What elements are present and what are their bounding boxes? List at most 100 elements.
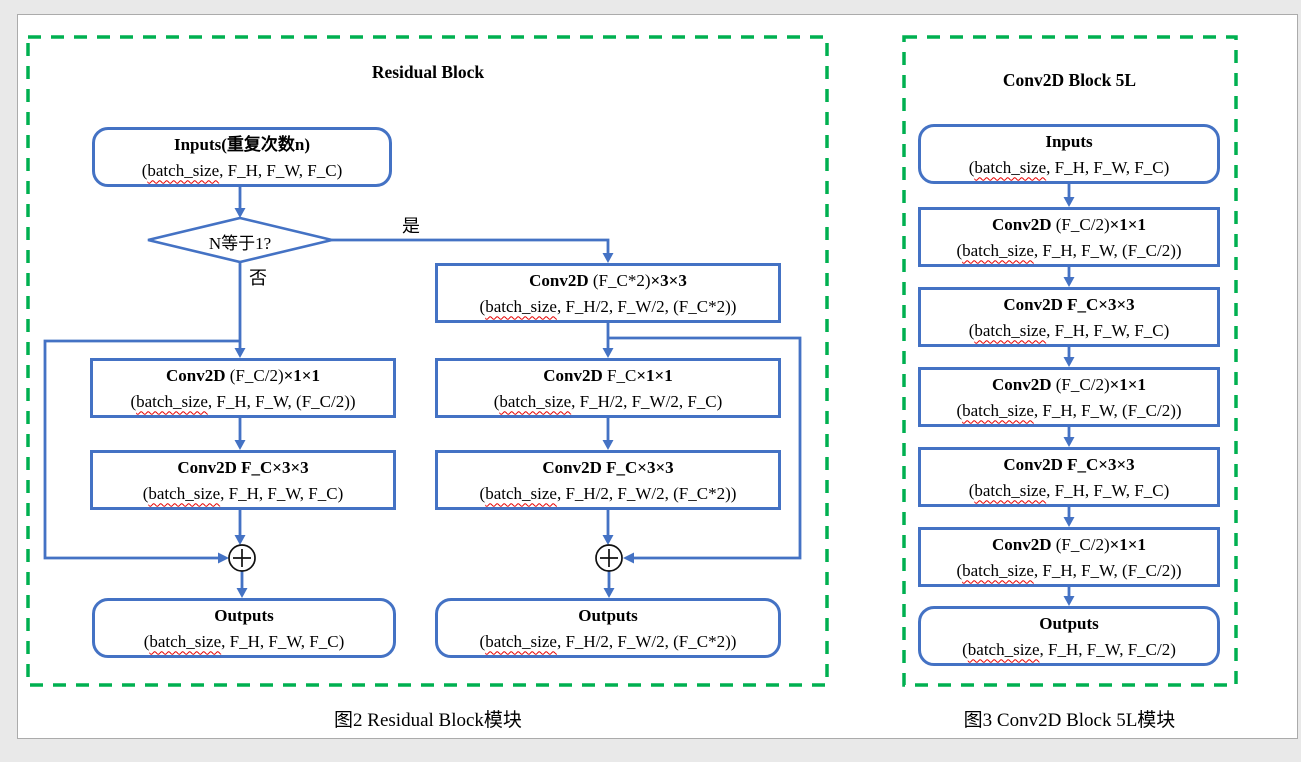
title-part: (F_C/2): [1051, 374, 1110, 394]
node-title: Conv2D F_C×3×3: [1003, 452, 1134, 478]
node-shape-line: (batch_size, F_H, F_W, F_C): [142, 158, 343, 183]
arrowhead-down-icon: [234, 440, 246, 450]
residual-conv-1x1-node: Conv2D F_C×1×1 (batch_size, F_H/2, F_W/2…: [435, 358, 781, 418]
shape-batchsize: batch_size: [149, 631, 222, 651]
residual-stride-conv-3x3-node: Conv2D (F_C*2)×3×3 (batch_size, F_H/2, F…: [435, 263, 781, 323]
node-title: Conv2D F_C×3×3: [1003, 292, 1134, 318]
node-shape-line: (batch_size, F_H, F_W, F_C): [144, 629, 345, 654]
node-shape-line: (batch_size, F_H/2, F_W/2, (F_C*2)): [480, 629, 737, 654]
block5l-conv2-node: Conv2D F_C×3×3 (batch_size, F_H, F_W, F_…: [918, 287, 1220, 347]
node-title: Conv2D F_C×1×1: [543, 363, 672, 389]
shape-part: (: [130, 391, 137, 411]
title-part: F_C: [602, 365, 637, 385]
node-shape-line: (batch_size, F_H, F_W, (F_C/2)): [956, 238, 1181, 263]
shape-part: (: [142, 483, 149, 503]
shape-part: (: [968, 157, 975, 177]
arrowhead-right-icon: [218, 552, 229, 564]
title-part: ×1×1: [636, 365, 673, 385]
shape-part: , F_H, F_W, F_C/2): [1039, 639, 1176, 659]
shape-part: , F_H, F_W, F_C): [1046, 480, 1170, 500]
yes-branch-label: 是: [402, 216, 420, 236]
title-part: Conv2D: [166, 365, 226, 385]
shape-part: , F_H/2, F_W/2, (F_C*2)): [556, 296, 737, 316]
shape-part: , F_H, F_W, F_C): [1046, 320, 1170, 340]
shape-batchsize: batch_size: [962, 400, 1034, 420]
title-part: Inputs: [1045, 131, 1093, 151]
shape-part: (: [143, 631, 150, 651]
node-title: Conv2D (F_C/2)×1×1: [992, 532, 1146, 558]
shape-part: , F_H, F_W, (F_C/2)): [207, 391, 356, 411]
arrowhead-down-icon: [1063, 437, 1075, 447]
figure3-title: Conv2D Block 5L: [1002, 70, 1137, 90]
residual-conv-half-1x1-node: Conv2D (F_C/2)×1×1 (batch_size, F_H, F_W…: [90, 358, 396, 418]
shape-batchsize: batch_size: [967, 639, 1040, 659]
shape-part: , F_H, F_W, F_C): [219, 160, 343, 180]
shape-part: , F_H/2, F_W/2, (F_C*2)): [556, 483, 737, 503]
arrowhead-left-icon: [623, 552, 634, 564]
node-shape-line: (batch_size, F_H, F_W, F_C): [969, 478, 1170, 503]
arrowhead-down-icon: [1063, 517, 1075, 527]
residual-inputs-node: Inputs(重复次数n) (batch_size, F_H, F_W, F_C…: [92, 127, 392, 187]
figure3-dashed-border: [902, 35, 1238, 687]
title-part: Outputs: [578, 605, 638, 625]
shape-batchsize: batch_size: [974, 320, 1047, 340]
block5l-inputs-node: Inputs (batch_size, F_H, F_W, F_C): [918, 124, 1220, 184]
shape-batchsize: batch_size: [485, 296, 557, 316]
residual-arrowheads: [218, 208, 634, 598]
shape-part: (: [479, 483, 486, 503]
residual-outputs-node: Outputs (batch_size, F_H, F_W, F_C): [92, 598, 396, 658]
shape-batchsize: batch_size: [485, 483, 557, 503]
skip-connection-right: [608, 336, 802, 560]
block5l-conv4-node: Conv2D F_C×3×3 (batch_size, F_H, F_W, F_…: [918, 447, 1220, 507]
title-part: Conv2D: [992, 214, 1052, 234]
block5l-arrowheads: [1063, 197, 1075, 606]
shape-part: (: [479, 296, 486, 316]
arrowhead-down-icon: [234, 348, 246, 358]
skip-connection-left: [43, 339, 240, 560]
block5l-conv1-node: Conv2D (F_C/2)×1×1 (batch_size, F_H, F_W…: [918, 207, 1220, 267]
arrowhead-down-icon: [602, 440, 614, 450]
shape-part: , F_H, F_W, (F_C/2)): [1033, 560, 1182, 580]
node-title: Inputs: [1045, 129, 1092, 155]
figure2-caption: 图2 Residual Block模块: [334, 710, 522, 731]
shape-part: (: [968, 480, 975, 500]
decision-diamond: [147, 216, 333, 264]
node-shape-line: (batch_size, F_H/2, F_W/2, (F_C*2)): [480, 294, 737, 319]
add-nodes: [228, 544, 623, 572]
figure2-title: Residual Block: [371, 62, 485, 82]
plus-icon: [233, 549, 251, 567]
arrowhead-down-icon: [234, 208, 246, 218]
node-shape-line: (batch_size, F_H, F_W, (F_C/2)): [956, 558, 1181, 583]
residual-conv-3x3-stride-branch-node: Conv2D F_C×3×3 (batch_size, F_H/2, F_W/2…: [435, 450, 781, 510]
arrowhead-down-icon: [603, 588, 615, 598]
title-part: Conv2D F_C×3×3: [177, 457, 309, 477]
residual-flow-lines: [43, 187, 802, 589]
node-title: Conv2D (F_C/2)×1×1: [992, 372, 1146, 398]
title-part: Conv2D F_C×3×3: [542, 457, 674, 477]
figure2-dashed-border: [26, 35, 829, 687]
shape-batchsize: batch_size: [974, 480, 1047, 500]
arrowhead-down-icon: [602, 348, 614, 358]
shape-part: , F_H/2, F_W/2, F_C): [571, 391, 723, 411]
shape-part: (: [956, 560, 963, 580]
arrowhead-down-icon: [236, 588, 248, 598]
title-part: Conv2D: [529, 270, 589, 290]
arrowhead-down-icon: [1063, 197, 1075, 207]
block5l-outputs-node: Outputs (batch_size, F_H, F_W, F_C/2): [918, 606, 1220, 666]
node-shape-line: (batch_size, F_H, F_W, F_C): [969, 155, 1170, 180]
shape-batchsize: batch_size: [136, 391, 208, 411]
title-part: Conv2D F_C×3×3: [1003, 454, 1135, 474]
title-part: Conv2D F_C×3×3: [1003, 294, 1135, 314]
arrowhead-down-icon: [602, 535, 614, 545]
arrow-line-yes-branch: [332, 238, 610, 254]
shape-batchsize: batch_size: [499, 391, 572, 411]
title-part: ×1×1: [283, 365, 320, 385]
title-part: (F_C/2): [1051, 214, 1110, 234]
shape-part: , F_H, F_W, F_C): [221, 631, 345, 651]
title-part: Conv2D: [992, 534, 1052, 554]
shape-part: , F_H/2, F_W/2, (F_C*2)): [556, 631, 737, 651]
node-title: Conv2D (F_C/2)×1×1: [166, 363, 320, 389]
shape-part: , F_H, F_W, F_C): [1046, 157, 1170, 177]
